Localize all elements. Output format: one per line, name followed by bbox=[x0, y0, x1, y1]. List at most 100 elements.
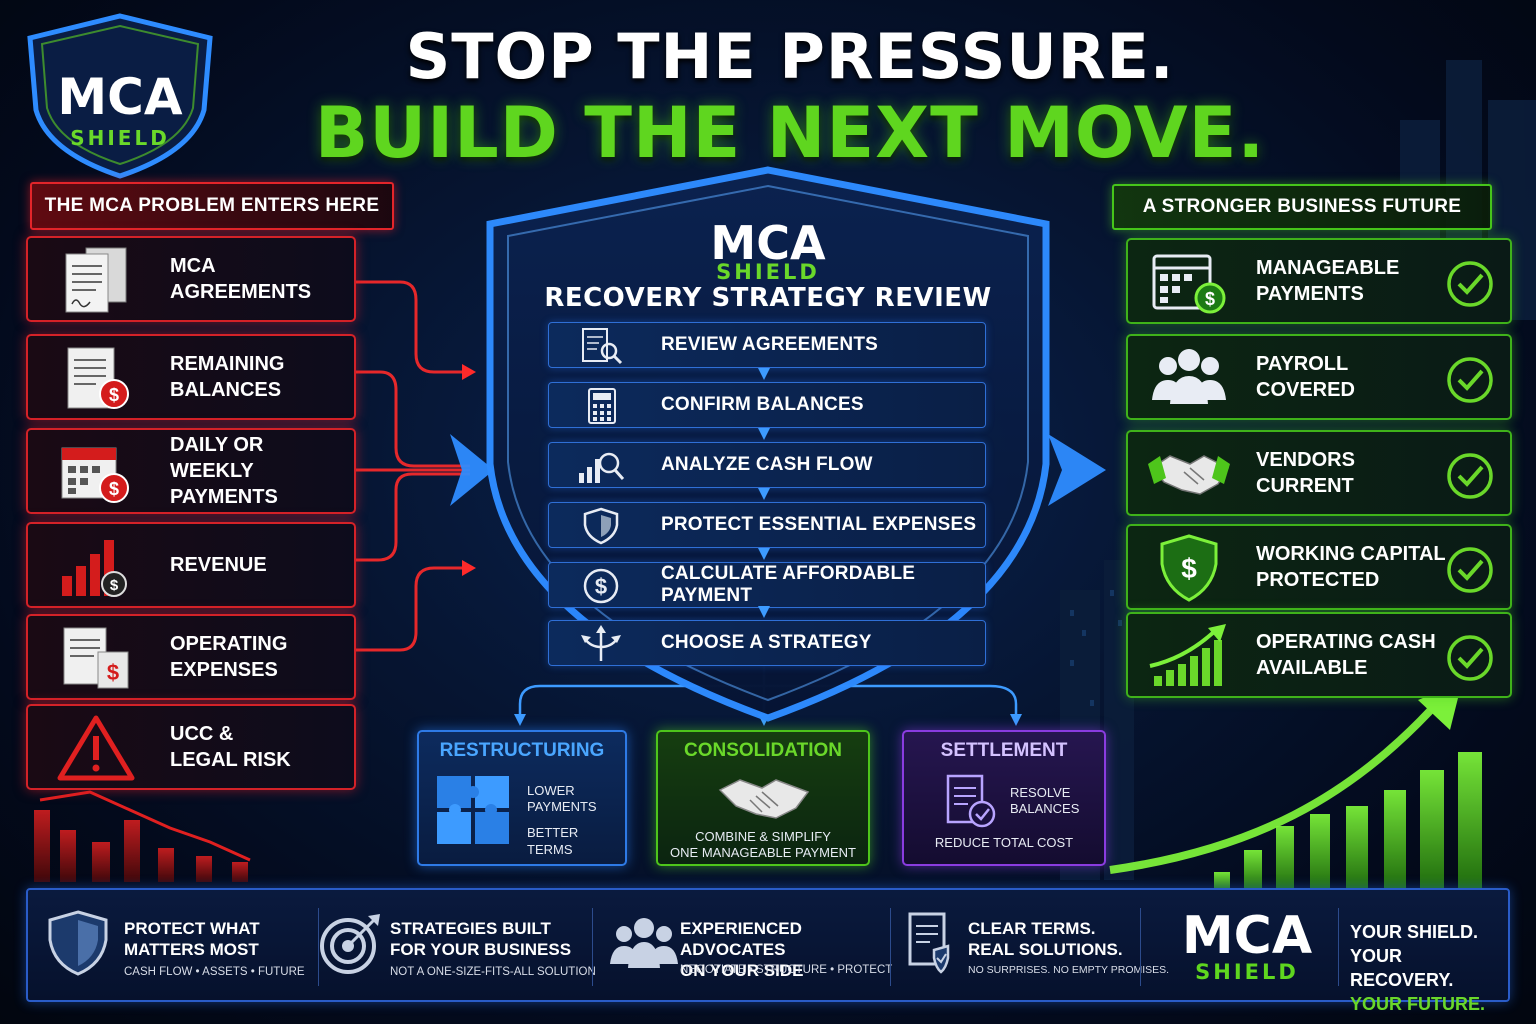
svg-text:$: $ bbox=[107, 660, 119, 685]
strategy-title: RESTRUCTURING bbox=[439, 740, 605, 761]
target-icon bbox=[320, 914, 380, 974]
strategy-line: LOWER bbox=[527, 783, 575, 798]
problem-card-balances: $ REMAINING BALANCES bbox=[26, 334, 356, 420]
brand-name: MCA bbox=[57, 68, 183, 126]
problem-card-label: UCC & LEGAL RISK bbox=[170, 723, 291, 771]
svg-text:$: $ bbox=[595, 574, 607, 599]
check-icon bbox=[1447, 547, 1493, 593]
footer-item-strategies: STRATEGIES BUILT FOR YOUR BUSINESS NOT A… bbox=[318, 890, 596, 1000]
people-icon bbox=[610, 918, 678, 968]
document-icon bbox=[65, 247, 127, 313]
strategy-settlement: SETTLEMENT RESOLVE BALANCES REDUCE TOTAL… bbox=[902, 730, 1106, 866]
footer-item-sub: NEGOTIATE • STRUCTURE • PROTECT bbox=[680, 964, 893, 976]
brand-logo: MCA SHIELD bbox=[14, 10, 226, 180]
problem-card-payments: $ DAILY OR WEEKLY PAYMENTS bbox=[26, 428, 356, 514]
step-label: CHOOSE A STRATEGY bbox=[661, 632, 872, 653]
problem-card-legal-risk: UCC & LEGAL RISK bbox=[26, 704, 356, 790]
calendar-dollar-icon: $ bbox=[61, 447, 129, 503]
brand-sub: SHIELD bbox=[70, 126, 170, 150]
svg-text:$: $ bbox=[109, 479, 119, 499]
step-label: CALCULATE AFFORDABLE PAYMENT bbox=[661, 563, 916, 606]
shield-icon bbox=[583, 507, 619, 545]
dollar-coin-icon: $ bbox=[583, 568, 619, 604]
footer-tagline-line2: YOUR RECOVERY. bbox=[1350, 946, 1454, 990]
footer-item-title: EXPERIENCED ADVOCATES ON YOUR SIDE bbox=[680, 919, 804, 980]
future-section-title: A STRONGER BUSINESS FUTURE bbox=[1112, 184, 1492, 230]
step-label: ANALYZE CASH FLOW bbox=[661, 454, 873, 475]
check-icon bbox=[1447, 635, 1493, 681]
footer-divider bbox=[1140, 908, 1141, 986]
step-choose-strategy: CHOOSE A STRATEGY bbox=[548, 620, 986, 666]
check-icon bbox=[1447, 453, 1493, 499]
svg-text:$: $ bbox=[109, 385, 119, 405]
future-card-label: PAYROLL COVERED bbox=[1256, 353, 1355, 401]
strategy-line: PAYMENTS bbox=[527, 799, 597, 814]
problem-card-label: REMAINING BALANCES bbox=[170, 353, 285, 401]
footer-item-sub: NO SURPRISES. NO EMPTY PROMISES. bbox=[968, 964, 1170, 976]
footer-tagline-line1: YOUR SHIELD. bbox=[1350, 922, 1479, 942]
strategy-line: RESOLVE bbox=[1010, 785, 1071, 800]
footer-divider bbox=[318, 908, 319, 986]
future-card-working-capital: $ WORKING CAPITAL PROTECTED bbox=[1126, 524, 1512, 610]
puzzle-icon bbox=[437, 776, 509, 844]
strategy-title: SETTLEMENT bbox=[940, 740, 1068, 761]
step-analyze-cash-flow: ANALYZE CASH FLOW bbox=[548, 442, 986, 488]
step-label: REVIEW AGREEMENTS bbox=[661, 334, 878, 355]
strategy-line: REDUCE TOTAL COST bbox=[934, 835, 1074, 850]
footer-bar: PROTECT WHAT MATTERS MOST CASH FLOW • AS… bbox=[26, 888, 1510, 1014]
future-card-label: VENDORS CURRENT bbox=[1256, 449, 1355, 497]
headline-line2: BUILD THE NEXT MOVE. bbox=[314, 92, 1266, 174]
footer-brand-sub: SHIELD bbox=[1195, 960, 1299, 984]
problem-card-label: DAILY OR WEEKLY PAYMENTS bbox=[170, 434, 278, 508]
document-dollar-icon: $ bbox=[67, 347, 129, 409]
strategy-line: COMBINE & SIMPLIFY bbox=[695, 829, 831, 844]
svg-text:$: $ bbox=[1181, 553, 1197, 584]
calculator-icon bbox=[588, 388, 616, 424]
footer-divider bbox=[890, 908, 891, 986]
step-review-agreements: REVIEW AGREEMENTS bbox=[548, 322, 986, 368]
growth-chart-icon bbox=[1149, 624, 1226, 686]
step-label: CONFIRM BALANCES bbox=[661, 394, 864, 415]
document-check-icon bbox=[946, 774, 996, 828]
footer-tagline-line3: YOUR FUTURE. bbox=[1350, 994, 1485, 1014]
document-search-icon bbox=[582, 328, 623, 365]
shield-brand-sub: SHIELD bbox=[716, 260, 820, 284]
step-flow-arrows bbox=[758, 368, 770, 618]
strategy-line: BALANCES bbox=[1010, 801, 1080, 816]
problem-card-revenue: $ REVENUE bbox=[26, 522, 356, 608]
step-confirm-balances: CONFIRM BALANCES bbox=[548, 382, 986, 428]
document-check-icon bbox=[908, 912, 950, 974]
footer-item-title: PROTECT WHAT MATTERS MOST bbox=[124, 919, 260, 959]
problem-card-label: OPERATING EXPENSES bbox=[170, 633, 288, 681]
footer-item-title: STRATEGIES BUILT FOR YOUR BUSINESS bbox=[390, 919, 572, 959]
footer-item-protect: PROTECT WHAT MATTERS MOST CASH FLOW • AS… bbox=[28, 890, 318, 1000]
strategy-line: ONE MANAGEABLE PAYMENT bbox=[670, 845, 856, 860]
handshake-icon bbox=[1148, 455, 1230, 495]
step-label: PROTECT ESSENTIAL EXPENSES bbox=[661, 514, 977, 535]
handshake-icon bbox=[718, 779, 810, 819]
strategy-restructuring: RESTRUCTURING LOWER PAYMENTS BETTER TERM… bbox=[417, 730, 627, 866]
problem-card-label: MCA AGREEMENTS bbox=[170, 255, 312, 303]
footer-item-clear-terms: CLEAR TERMS. REAL SOLUTIONS. NO SURPRISE… bbox=[890, 890, 1169, 1000]
expenses-icon: $ bbox=[63, 627, 129, 689]
footer-divider bbox=[1338, 908, 1339, 986]
footer-brand-name: MCA bbox=[1181, 906, 1313, 966]
problem-card-expenses: $ OPERATING EXPENSES bbox=[26, 614, 356, 700]
svg-text:$: $ bbox=[1205, 289, 1215, 309]
footer-item-title: CLEAR TERMS. REAL SOLUTIONS. bbox=[968, 919, 1123, 959]
step-protect-expenses: PROTECT ESSENTIAL EXPENSES bbox=[548, 502, 986, 548]
footer-divider bbox=[592, 908, 593, 986]
future-card-label: OPERATING CASH AVAILABLE bbox=[1256, 631, 1436, 679]
problem-card-agreements: MCA AGREEMENTS bbox=[26, 236, 356, 322]
headline-line1: STOP THE PRESSURE. bbox=[405, 20, 1175, 93]
footer-item-sub: NOT A ONE-SIZE-FITS-ALL SOLUTION bbox=[390, 966, 596, 978]
svg-text:$: $ bbox=[110, 577, 119, 594]
future-card-vendors: VENDORS CURRENT bbox=[1126, 430, 1512, 516]
problem-card-label: REVENUE bbox=[170, 554, 267, 576]
check-icon bbox=[1447, 261, 1493, 307]
future-card-operating-cash: OPERATING CASH AVAILABLE bbox=[1126, 612, 1512, 698]
calendar-dollar-icon: $ bbox=[1152, 254, 1226, 314]
chart-magnifier-icon bbox=[579, 452, 625, 483]
future-card-payments: $ MANAGEABLE PAYMENTS bbox=[1126, 238, 1512, 324]
future-card-label: WORKING CAPITAL PROTECTED bbox=[1256, 543, 1446, 591]
